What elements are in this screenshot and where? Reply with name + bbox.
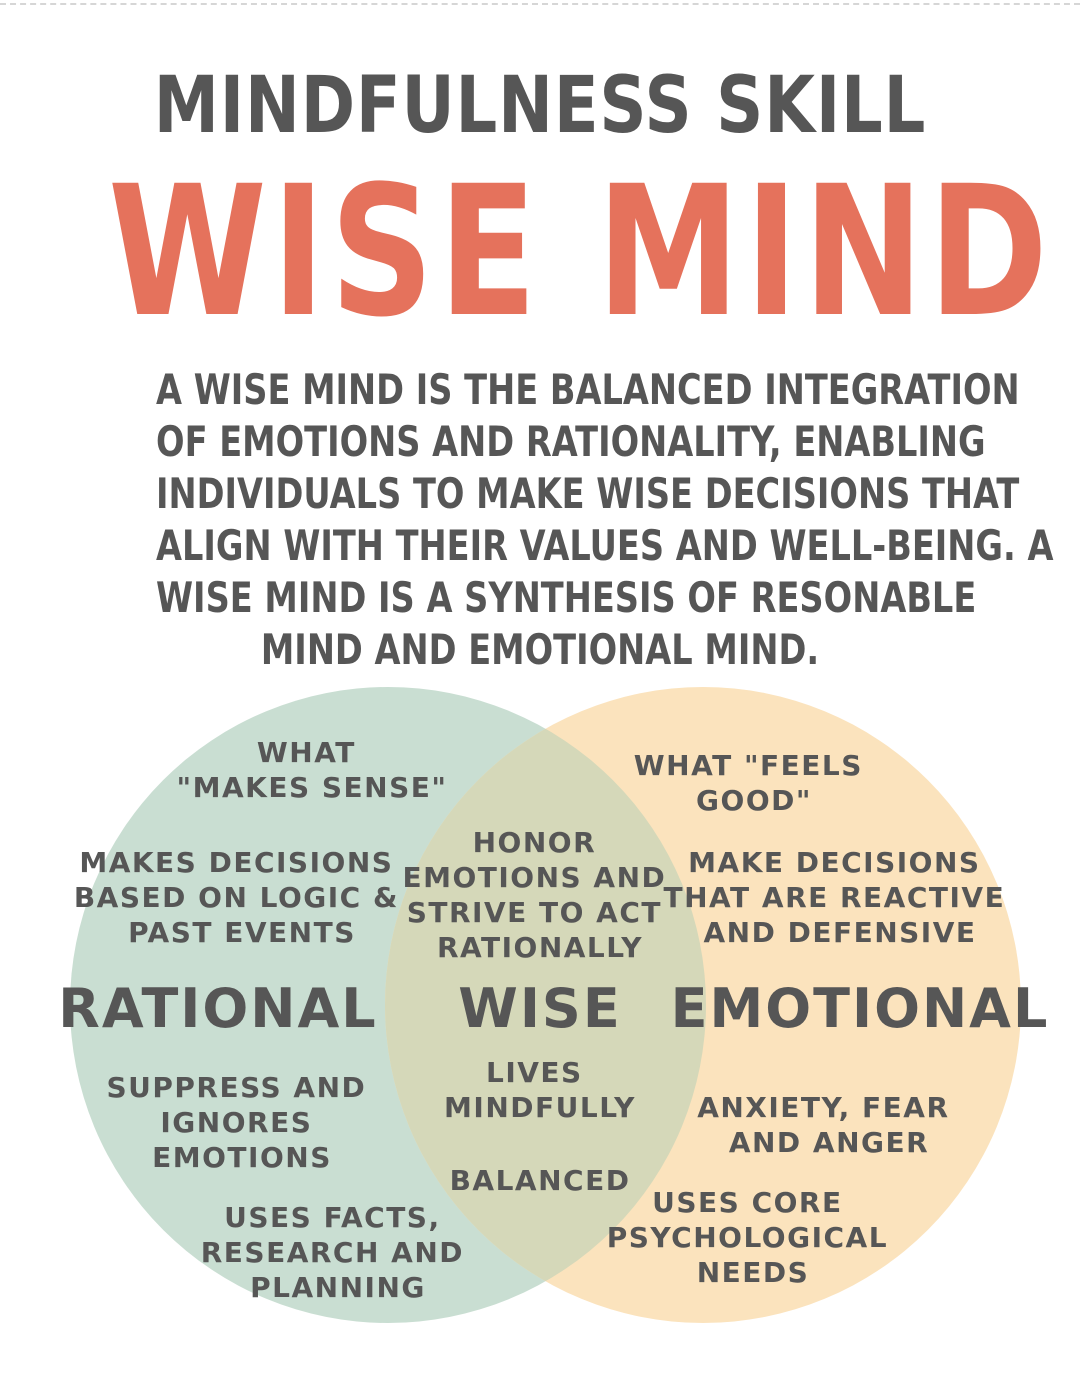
- emotional-decisions: MAKE DECISIONS THAT ARE REACTIVE AND DEF…: [664, 846, 1017, 949]
- rational-decisions: MAKES DECISIONS BASED ON LOGIC & PAST EV…: [74, 846, 410, 949]
- description-line: ALIGN WITH THEIR VALUES AND WELL-BEING. …: [156, 521, 1054, 570]
- wise-label: WISE: [458, 977, 621, 1040]
- description-line: OF EMOTIONS AND RATIONALITY, ENABLING: [156, 417, 986, 466]
- emotional-what: WHAT "FEELS GOOD": [634, 749, 874, 817]
- description-line: INDIVIDUALS TO MAKE WISE DECISIONS THAT: [156, 469, 1020, 518]
- page-title: WISE MIND: [108, 148, 1053, 357]
- wise-overlap-region: [385, 687, 706, 1323]
- dashed-top-border: [0, 3, 1080, 5]
- description-line: MIND AND EMOTIONAL MIND.: [260, 625, 820, 674]
- rational-suppress: SUPPRESS AND IGNORES EMOTIONS: [106, 1071, 377, 1174]
- rational-label: RATIONAL: [58, 977, 377, 1040]
- wise-balanced: BALANCED: [450, 1164, 631, 1197]
- emotional-label: EMOTIONAL: [671, 977, 1050, 1040]
- rational-uses: USES FACTS, RESEARCH AND PLANNING: [201, 1201, 476, 1304]
- rational-what: WHAT "MAKES SENSE": [177, 736, 448, 804]
- wise-lives: LIVES MINDFULLY: [444, 1056, 636, 1124]
- description-line: A WISE MIND IS THE BALANCED INTEGRATION: [156, 365, 1020, 414]
- emotional-uses: USES CORE PSYCHOLOGICAL NEEDS: [607, 1186, 900, 1289]
- emotional-anxiety: ANXIETY, FEAR AND ANGER: [697, 1091, 961, 1159]
- description-line: WISE MIND IS A SYNTHESIS OF RESONABLE: [156, 573, 977, 622]
- header: MINDFULNESS SKILL WISE MIND: [0, 58, 1080, 348]
- wise-honor: HONOR EMOTIONS AND STRIVE TO ACT RATIONA…: [402, 826, 677, 964]
- kicker-heading: MINDFULNESS SKILL: [153, 61, 927, 151]
- description-paragraph: A WISE MIND IS THE BALANCED INTEGRATION …: [60, 364, 1054, 676]
